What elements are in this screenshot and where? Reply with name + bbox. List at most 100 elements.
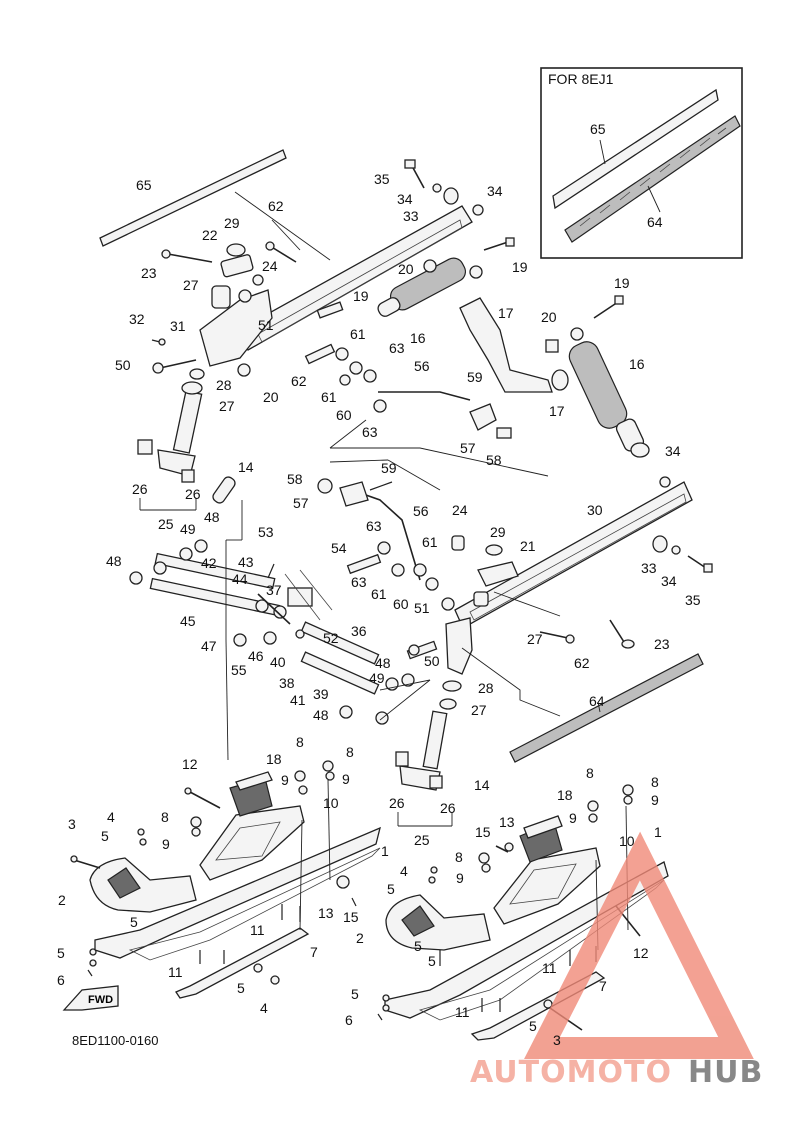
callout-47: 47 (201, 638, 217, 654)
callout-18: 18 (557, 787, 573, 803)
top-rail-assembly (99, 149, 650, 511)
callout-12: 12 (182, 756, 198, 772)
callout-25: 25 (158, 516, 174, 532)
callout-26: 26 (389, 795, 405, 811)
callout-24: 24 (452, 502, 468, 518)
callout-9: 9 (651, 792, 659, 808)
callout-5: 5 (428, 953, 436, 969)
callout-22: 22 (202, 227, 218, 243)
callout-5: 5 (130, 914, 138, 930)
callout-60: 60 (336, 407, 352, 423)
callout-61: 61 (371, 586, 387, 602)
callout-2: 2 (58, 892, 66, 908)
inset-decal-box: FOR 8EJ1 (540, 67, 743, 259)
callout-31: 31 (170, 318, 186, 334)
callout-5: 5 (387, 881, 395, 897)
callout-64-inset: 64 (647, 214, 663, 230)
callout-19: 19 (512, 259, 528, 275)
callout-39: 39 (313, 686, 329, 702)
callout-28: 28 (216, 377, 232, 393)
callout-16: 16 (629, 356, 645, 372)
callout-27: 27 (527, 631, 543, 647)
callout-18: 18 (266, 751, 282, 767)
automotohub-logo: AUTOMOTO HUB (470, 831, 763, 1090)
callout-38: 38 (279, 675, 295, 691)
callout-34: 34 (487, 183, 503, 199)
callout-14: 14 (238, 459, 254, 475)
callout-45: 45 (180, 613, 196, 629)
callout-20: 20 (263, 389, 279, 405)
callout-51: 51 (414, 600, 430, 616)
callout-16: 16 (410, 330, 426, 346)
callout-6: 6 (345, 1012, 353, 1028)
callout-61: 61 (422, 534, 438, 550)
callout-1: 1 (381, 843, 389, 859)
callout-28: 28 (478, 680, 494, 696)
callout-63: 63 (362, 424, 378, 440)
callout-19: 19 (614, 275, 630, 291)
callout-6: 6 (57, 972, 65, 988)
callout-12: 12 (633, 945, 649, 961)
callout-3: 3 (68, 816, 76, 832)
callout-35: 35 (374, 171, 390, 187)
callout-4: 4 (260, 1000, 268, 1016)
callout-24: 24 (262, 258, 278, 274)
callout-30: 30 (587, 502, 603, 518)
callout-8: 8 (161, 809, 169, 825)
callout-11: 11 (455, 1004, 470, 1020)
callout-11: 11 (168, 964, 183, 980)
callout-labels: 65 62 35 34 33 34 29 22 23 24 20 19 27 1… (57, 121, 701, 1048)
callout-58: 58 (486, 452, 502, 468)
callout-5: 5 (237, 980, 245, 996)
callout-13: 13 (318, 905, 334, 921)
callout-59: 59 (467, 369, 483, 385)
callout-4: 4 (107, 809, 115, 825)
callout-33: 33 (641, 560, 657, 576)
callout-25: 25 (414, 832, 430, 848)
callout-9: 9 (456, 870, 464, 886)
callout-60: 60 (393, 596, 409, 612)
callout-37: 37 (266, 582, 282, 598)
callout-40: 40 (270, 654, 286, 670)
callout-29: 29 (490, 524, 506, 540)
callout-27: 27 (183, 277, 199, 293)
callout-46: 46 (248, 648, 264, 664)
callout-5: 5 (414, 938, 422, 954)
callout-17: 17 (549, 403, 565, 419)
callout-55: 55 (231, 662, 247, 678)
callout-9: 9 (569, 810, 577, 826)
callout-9: 9 (342, 771, 350, 787)
callout-3: 3 (553, 1032, 561, 1048)
callout-49: 49 (369, 670, 385, 686)
callout-35: 35 (685, 592, 701, 608)
callout-48: 48 (106, 553, 122, 569)
callout-65-inset: 65 (590, 121, 606, 137)
callout-36: 36 (351, 623, 367, 639)
callout-9: 9 (281, 772, 289, 788)
callout-53: 53 (258, 524, 274, 540)
callout-50: 50 (424, 653, 440, 669)
callout-8: 8 (296, 734, 304, 750)
callout-48: 48 (313, 707, 329, 723)
callout-15: 15 (475, 824, 491, 840)
callout-11: 11 (542, 960, 557, 976)
callout-19: 19 (353, 288, 369, 304)
callout-26: 26 (440, 800, 456, 816)
callout-34: 34 (661, 573, 677, 589)
logo-text-hub: HUB (688, 1055, 763, 1090)
callout-13: 13 (499, 814, 515, 830)
callout-5: 5 (351, 986, 359, 1002)
callout-23: 23 (141, 265, 157, 281)
callout-34: 34 (665, 443, 681, 459)
callout-10: 10 (619, 833, 635, 849)
callout-4: 4 (400, 863, 408, 879)
middle-rail-assembly (129, 459, 713, 827)
callout-63: 63 (366, 518, 382, 534)
callout-5: 5 (529, 1018, 537, 1034)
callout-27: 27 (471, 702, 487, 718)
callout-7: 7 (599, 978, 607, 994)
callout-5: 5 (101, 828, 109, 844)
callout-48: 48 (204, 509, 220, 525)
inset-title: FOR 8EJ1 (548, 71, 614, 87)
